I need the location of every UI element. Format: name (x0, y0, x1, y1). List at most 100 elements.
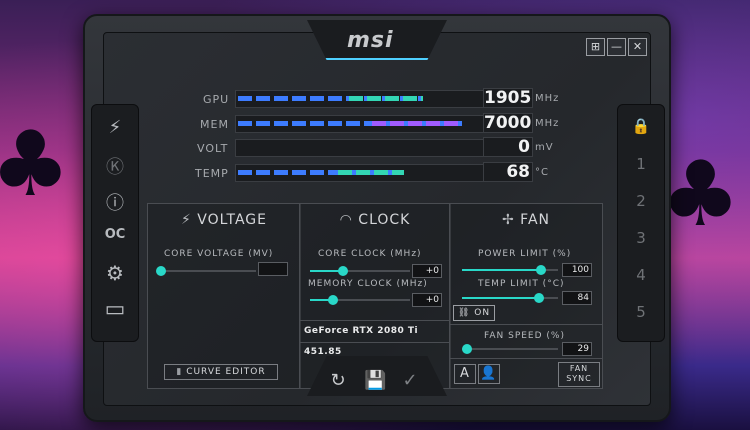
fan-title: FAN (520, 212, 550, 228)
left-sidebar: ⚡ Ⓚ ⓘ OC ⚙ ▭ (91, 104, 139, 342)
temp-limit-fill (462, 297, 538, 299)
lock-icon[interactable]: 🔒 (631, 117, 651, 135)
voltage-panel: ⚡ VOLTAGE CORE VOLTAGE (MV) ▮ CURVE EDIT… (147, 203, 301, 389)
core-clock-label: CORE CLOCK (MHz) (318, 249, 422, 259)
afterburner-window: msi ⊞ — ✕ ⚡ Ⓚ ⓘ OC ⚙ ▭ 🔒 1 2 3 4 5 GPU 1… (83, 14, 671, 422)
mem-clock-bar (235, 115, 485, 133)
user-icon: 👤 (480, 366, 498, 381)
gpu-label: GPU (203, 93, 230, 106)
power-limit-slider[interactable] (462, 265, 558, 275)
core-clock-input[interactable]: +0 (412, 264, 442, 278)
windows-icon[interactable]: ⊞ (586, 38, 605, 56)
palm-silhouette-right: ♣ (660, 142, 741, 247)
close-button[interactable]: ✕ (628, 38, 647, 56)
profile-5-button[interactable]: 5 (636, 303, 646, 321)
temperature-fill (238, 170, 404, 175)
gpu-info-divider (300, 320, 450, 321)
msi-logo: msi (347, 28, 394, 53)
core-voltage-label: CORE VOLTAGE (MV) (164, 249, 274, 259)
temp-limit-knob[interactable] (534, 293, 544, 303)
mem-label: MEM (200, 118, 229, 131)
voltage-bar (235, 139, 485, 157)
palm-silhouette-left: ♣ (0, 112, 71, 217)
voltage-unit: mV (535, 142, 554, 153)
fan-speed-input[interactable]: 29 (562, 342, 592, 356)
memory-clock-knob[interactable] (328, 295, 338, 305)
gpu-clock-bar (235, 90, 485, 108)
core-clock-knob[interactable] (338, 266, 348, 276)
core-voltage-knob[interactable] (156, 266, 166, 276)
core-clock-slider[interactable] (310, 266, 410, 276)
window-controls: ⊞ — ✕ (586, 38, 647, 56)
fan-user-button[interactable]: 👤 (478, 364, 500, 384)
gpu-clock-unit: MHz (535, 93, 560, 104)
apply-check-icon[interactable]: ✓ (402, 370, 418, 391)
clock-panel-title: ◠ CLOCK (300, 212, 450, 228)
driver-divider (300, 342, 450, 343)
curve-editor-icon: ▮ (176, 367, 183, 377)
fan-sync-label-2: SYNC (566, 374, 592, 383)
fan-auto-button[interactable]: A (454, 364, 476, 384)
memory-clock-fill (310, 299, 332, 301)
curve-editor-label: CURVE EDITOR (186, 367, 266, 377)
profile-1-button[interactable]: 1 (636, 155, 646, 173)
minimize-button[interactable]: — (607, 38, 626, 56)
temp-limit-label: TEMP LIMIT (°C) (478, 279, 565, 289)
oc-scanner-icon[interactable]: OC (104, 227, 126, 242)
fan-speed-label: FAN SPEED (%) (484, 331, 565, 341)
fan-sync-button[interactable]: FAN SYNC (558, 362, 600, 387)
temperature-bar (235, 164, 485, 182)
temp-limit-slider[interactable] (462, 293, 558, 303)
fan-icon: ✢ (501, 212, 515, 228)
gpu-clock-value: 1905 (483, 88, 533, 108)
power-limit-label: POWER LIMIT (%) (478, 249, 572, 259)
link-toggle-label: ON (474, 308, 491, 318)
lightning-icon: ⚡ (180, 212, 192, 228)
curve-editor-button[interactable]: ▮ CURVE EDITOR (164, 364, 278, 380)
memory-clock-label: MEMORY CLOCK (MHz) (308, 279, 428, 289)
fan-speed-knob[interactable] (462, 344, 472, 354)
memory-clock-slider[interactable] (310, 295, 410, 305)
power-limit-knob[interactable] (536, 265, 546, 275)
core-voltage-input[interactable] (258, 262, 288, 276)
logo-plate (307, 20, 447, 60)
mem-clock-unit: MHz (535, 118, 560, 129)
power-limit-input[interactable]: 100 (562, 263, 592, 277)
save-icon[interactable]: 💾 (364, 370, 387, 391)
kombustor-icon[interactable]: ⚡ (108, 117, 122, 138)
driver-version: 451.85 (304, 347, 342, 357)
fan-panel-title: ✢ FAN (450, 212, 602, 228)
fan-sync-label-1: FAN (569, 364, 589, 373)
core-clock-fill (310, 270, 342, 272)
profile-3-button[interactable]: 3 (636, 229, 646, 247)
temperature-value: 68 (483, 162, 533, 182)
fan-panel: ✢ FAN POWER LIMIT (%) 100 TEMP LIMIT (°C… (449, 203, 603, 389)
clock-title: CLOCK (358, 212, 411, 228)
bottom-action-plate (307, 356, 447, 396)
temperature-unit: °C (535, 167, 549, 178)
profile-4-button[interactable]: 4 (636, 266, 646, 284)
temp-label: TEMP (195, 167, 229, 180)
mem-clock-value: 7000 (483, 113, 533, 133)
speedometer-icon: ◠ (339, 212, 353, 228)
info-icon[interactable]: ⓘ (106, 193, 124, 214)
monitor-icon[interactable]: ▭ (104, 297, 126, 322)
link-icon: ⛓ (457, 308, 471, 318)
settings-gear-icon[interactable]: ⚙ (106, 261, 124, 285)
core-voltage-slider[interactable] (156, 266, 256, 276)
k-icon[interactable]: Ⓚ (106, 157, 124, 178)
fan-speed-slider[interactable] (462, 344, 558, 354)
voltage-title: VOLTAGE (197, 212, 267, 228)
fan-speed-divider (450, 324, 602, 325)
gpu-name: GeForce RTX 2080 Ti (304, 326, 419, 336)
temp-limit-input[interactable]: 84 (562, 291, 592, 305)
profile-2-button[interactable]: 2 (636, 192, 646, 210)
link-toggle[interactable]: ⛓ ON (453, 305, 495, 321)
bottom-actions: ↻ 💾 ✓ (328, 370, 420, 391)
mem-clock-fill (238, 121, 462, 126)
voltage-panel-title: ⚡ VOLTAGE (148, 212, 300, 228)
gpu-clock-fill (238, 96, 423, 101)
reset-icon[interactable]: ↻ (330, 370, 346, 391)
memory-clock-input[interactable]: +0 (412, 293, 442, 307)
volt-label: VOLT (197, 142, 229, 155)
